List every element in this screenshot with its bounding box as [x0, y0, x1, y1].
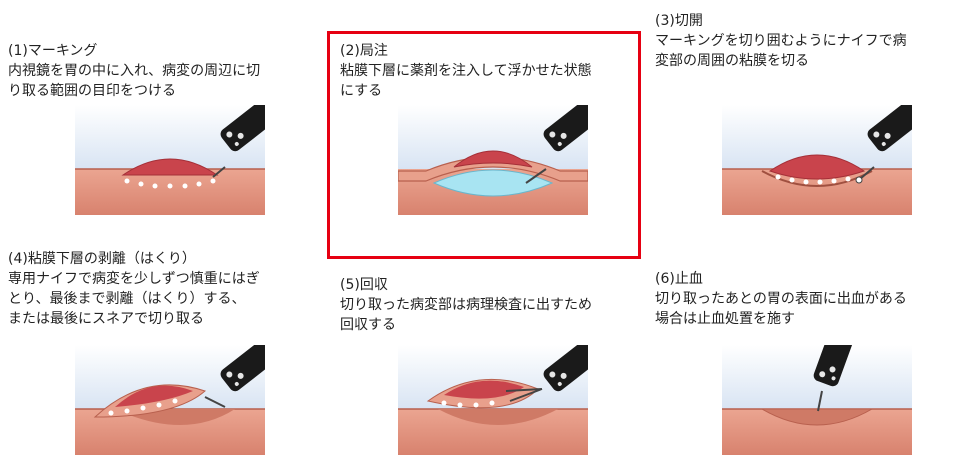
- endoscope: [220, 105, 265, 152]
- step-1-text: (1)マーキング 内視鏡を胃の中に入れ、病変の周辺に切 り取る範囲の目印をつける: [8, 41, 260, 101]
- injection-fluid: [432, 169, 554, 197]
- step-6-line-2: 場合は止血処置を施す: [655, 311, 795, 327]
- step-5-text: (5)回収 切り取った病変部は病理検査に出すため 回収する: [340, 275, 592, 335]
- step-4-illustration: [75, 345, 265, 455]
- step-4-line-2: とり、最後まで剥離（はくり）する、: [8, 291, 246, 307]
- endoscope: [867, 105, 912, 152]
- hemostasis-forceps: [817, 390, 823, 412]
- step-1-line-1: 内視鏡を胃の中に入れ、病変の周辺に切: [8, 63, 261, 79]
- marking-dots: [124, 178, 216, 189]
- lesion: [453, 150, 533, 168]
- dissection-bed: [438, 409, 558, 425]
- step-2-text: (2)局注 粘膜下層に薬剤を注入して浮かせた状態 にする: [340, 41, 592, 101]
- step-1-title: (1)マーキング: [8, 43, 98, 59]
- endoscope: [543, 345, 588, 392]
- stomach-wall: [75, 169, 265, 215]
- step-5-line-2: 回収する: [340, 317, 396, 333]
- step-4-text: (4)粘膜下層の剥離（はくり） 専用ナイフで病変を少しずつ慎重にはぎ とり、最後…: [8, 249, 260, 329]
- step-6-text: (6)止血 切り取ったあとの胃の表面に出血がある 場合は止血処置を施す: [655, 269, 907, 329]
- endoscope: [220, 345, 265, 392]
- step-2-illustration: [398, 105, 588, 215]
- step-5-illustration: [398, 345, 588, 455]
- incision-groove: [761, 170, 873, 187]
- lesion: [768, 154, 866, 180]
- step-5-line-1: 切り取った病変部は病理検査に出すため: [340, 297, 592, 313]
- endoscope: [813, 345, 855, 387]
- step-2-line-2: にする: [340, 83, 383, 99]
- step-6-line-1: 切り取ったあとの胃の表面に出血がある: [655, 291, 907, 307]
- step-3-title: (3)切開: [655, 13, 703, 29]
- resection-site: [760, 408, 874, 426]
- step-5-title: (5)回収: [340, 277, 388, 293]
- step-1-line-2: り取る範囲の目印をつける: [8, 83, 176, 99]
- needle: [212, 166, 226, 178]
- needle: [525, 168, 547, 184]
- step-3-line-2: 変部の周囲の粘膜を切る: [655, 53, 809, 69]
- endoscope: [543, 105, 588, 152]
- lesion: [121, 158, 219, 176]
- step-3-illustration: [722, 105, 912, 215]
- grasping-forceps: [505, 388, 543, 402]
- highlighted-step-frame: [327, 31, 641, 259]
- step-4-line-3: または最後にスネアで切り取る: [8, 311, 204, 327]
- step-1-illustration: [75, 105, 265, 215]
- step-4-title: (4)粘膜下層の剥離（はくり）: [8, 251, 196, 267]
- step-6-title: (6)止血: [655, 271, 703, 287]
- step-4-line-1: 専用ナイフで病変を少しずつ慎重にはぎ: [8, 271, 260, 287]
- step-2-title: (2)局注: [340, 43, 388, 59]
- knife: [859, 166, 875, 180]
- step-3-text: (3)切開 マーキングを切り囲むようにナイフで病 変部の周囲の粘膜を切る: [655, 11, 907, 71]
- step-6-illustration: [722, 345, 912, 455]
- step-2-line-1: 粘膜下層に薬剤を注入して浮かせた状態: [340, 63, 592, 79]
- step-3-line-1: マーキングを切り囲むようにナイフで病: [655, 33, 907, 49]
